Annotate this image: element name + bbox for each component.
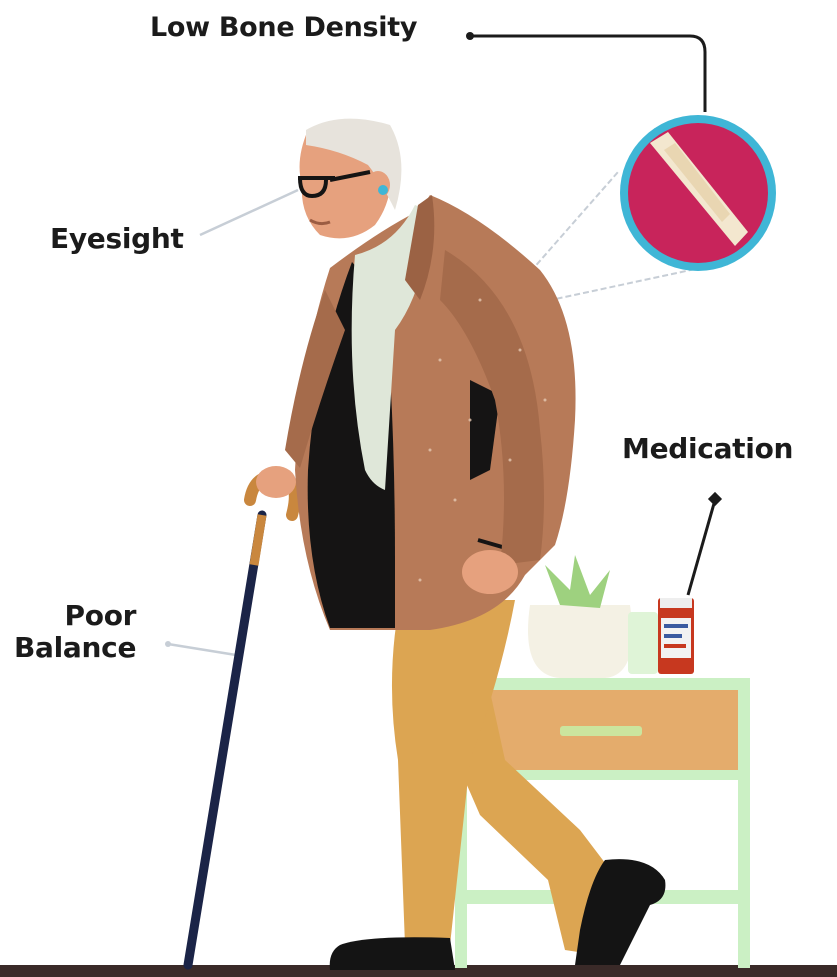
medication-label: Medication [622, 432, 793, 465]
medication-leader-dot [708, 492, 722, 506]
potted-plant-icon [528, 555, 632, 678]
medication-leader-line [688, 500, 715, 595]
bone-density-leader-line [470, 36, 705, 112]
eyesight-leader-line [200, 190, 298, 235]
eyesight-label: Eyesight [50, 222, 184, 255]
pill-bottle-icon [628, 598, 694, 674]
poor-balance-label-line2: Balance [14, 632, 136, 664]
bone-density-leader-dot [466, 32, 474, 40]
cane-icon [188, 476, 295, 965]
low-bone-density-label: Low Bone Density [150, 12, 417, 43]
balance-leader-line [168, 644, 236, 655]
hand-right [462, 550, 518, 594]
front-shoe [330, 937, 455, 970]
broken-bone-icon [620, 115, 776, 271]
balance-leader-dot [165, 641, 171, 647]
hand-left [256, 466, 296, 498]
poor-balance-label-line1: Poor [14, 600, 136, 632]
head [298, 119, 401, 239]
poor-balance-label: Poor Balance [14, 600, 136, 664]
